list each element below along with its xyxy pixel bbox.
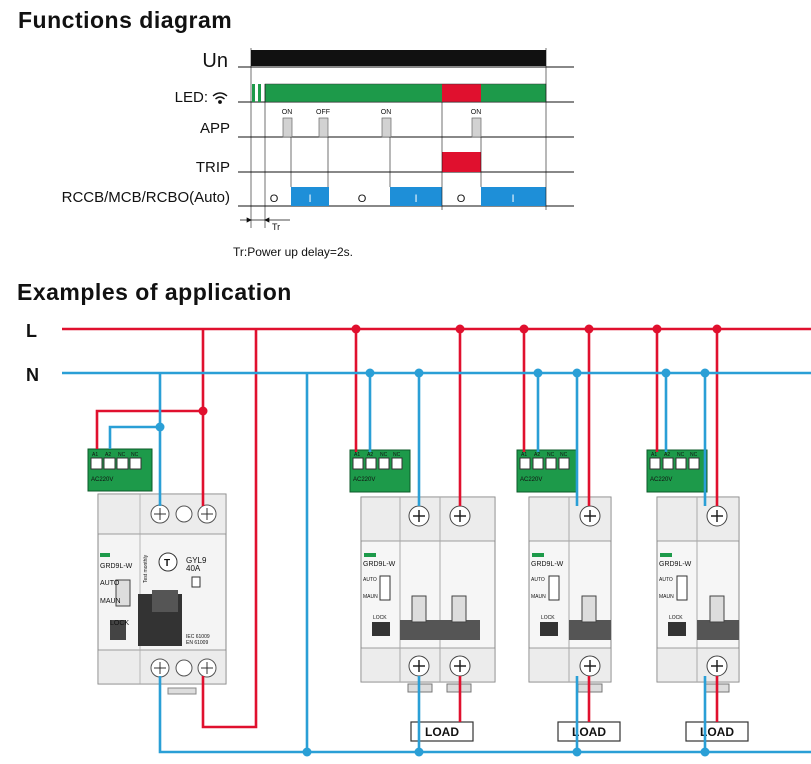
m1-term-3: NC <box>380 452 388 458</box>
m3-lock: LOCK <box>669 615 683 621</box>
auto-on-2 <box>390 187 442 206</box>
state-6: I <box>511 193 514 205</box>
main-terminal-block <box>87 448 153 492</box>
main-model: GYL9 <box>186 556 207 565</box>
m2-term-1: A1 <box>521 452 527 458</box>
led-blink-2 <box>258 84 261 102</box>
m3-auto: AUTO <box>659 577 673 583</box>
m2-label: GRD9L-W <box>531 561 564 568</box>
app-pulse-4 <box>471 117 482 138</box>
rail-n-label: N <box>26 365 39 385</box>
app-mark-3: ON <box>381 109 392 116</box>
main-unit <box>97 493 227 695</box>
un-bar <box>251 50 546 66</box>
state-1: O <box>270 193 279 205</box>
rail-l-label: L <box>26 321 37 341</box>
main-logo: T <box>164 558 170 569</box>
state-3: O <box>358 193 367 205</box>
examples-title: Examples of application <box>17 279 292 305</box>
m3-label: GRD9L-W <box>659 561 692 568</box>
main-small-2: EN 61009 <box>186 640 208 646</box>
m3-term-1: A1 <box>651 452 657 458</box>
m1-term-2: A2 <box>367 452 373 458</box>
auto-on-1 <box>291 187 329 206</box>
main-rating: 40A <box>186 564 201 573</box>
led-red <box>442 84 481 102</box>
state-2: I <box>308 193 311 205</box>
main-side-text: Test monthly <box>143 554 149 583</box>
trip-pulse <box>442 152 481 172</box>
m2-maun: MAUN <box>531 594 546 600</box>
neutral-junctions <box>155 368 710 757</box>
m2-term-2: A2 <box>534 452 540 458</box>
m2-load: LOAD <box>572 725 606 739</box>
m1-supply: AC220V <box>353 477 375 483</box>
app-pulses <box>282 117 482 138</box>
main-sublabel: GRD9L-W <box>100 563 133 570</box>
tr-note: Tr:Power up delay=2s. <box>233 245 353 259</box>
wifi-icon <box>212 92 228 104</box>
timing-guides <box>250 48 547 228</box>
main-term-4: NC <box>131 452 139 458</box>
main-small-1: IEC 61009 <box>186 634 210 640</box>
main-lock: LOCK <box>110 620 129 627</box>
m1-term-4: NC <box>393 452 401 458</box>
led-green-1 <box>265 84 442 102</box>
main-term-2: A2 <box>105 452 111 458</box>
app-mark-4: ON <box>471 109 482 116</box>
app-mark-2: OFF <box>316 109 330 116</box>
module-3 <box>646 449 749 742</box>
main-term-1: A1 <box>92 452 98 458</box>
main-auto: AUTO <box>100 580 120 587</box>
neutral-wires <box>62 371 811 754</box>
m1-label: GRD9L-W <box>363 561 396 568</box>
un-label: Un <box>202 50 228 72</box>
app-pulse-2 <box>318 117 329 138</box>
line-junctions <box>198 324 722 416</box>
m3-supply: AC220V <box>650 477 672 483</box>
m3-term-2: A2 <box>664 452 670 458</box>
app-mark-1: ON <box>282 109 293 116</box>
m2-auto: AUTO <box>531 577 545 583</box>
app-pulse-1 <box>282 117 293 138</box>
main-maun: MAUN <box>100 598 121 605</box>
led-label: LED: <box>175 89 208 106</box>
m1-auto: AUTO <box>363 577 377 583</box>
m3-maun: MAUN <box>659 594 674 600</box>
auto-label: RCCB/MCB/RCBO(Auto) <box>62 189 230 206</box>
tr-dimension <box>240 217 290 223</box>
m3-load: LOAD <box>700 725 734 739</box>
m3-term-3: NC <box>677 452 685 458</box>
led-blink-1 <box>252 84 255 102</box>
m2-supply: AC220V <box>520 477 542 483</box>
app-pulse-3 <box>381 117 392 138</box>
state-4: I <box>414 193 417 205</box>
line-wires <box>62 327 811 729</box>
tr-label: Tr <box>272 222 280 232</box>
trip-label: TRIP <box>196 159 230 176</box>
main-term-3: NC <box>118 452 126 458</box>
m1-maun: MAUN <box>363 594 378 600</box>
led-green-2 <box>481 84 546 102</box>
functions-title: Functions diagram <box>18 7 232 33</box>
main-supply: AC220V <box>91 477 113 483</box>
auto-on-3 <box>481 187 546 206</box>
module-2 <box>516 449 621 742</box>
m2-lock: LOCK <box>541 615 555 621</box>
m3-term-4: NC <box>690 452 698 458</box>
m1-lock: LOCK <box>373 615 387 621</box>
m1-load: LOAD <box>425 725 459 739</box>
state-5: O <box>457 193 466 205</box>
m2-term-3: NC <box>547 452 555 458</box>
app-label: APP <box>200 120 230 137</box>
m2-term-4: NC <box>560 452 568 458</box>
m1-term-1: A1 <box>354 452 360 458</box>
